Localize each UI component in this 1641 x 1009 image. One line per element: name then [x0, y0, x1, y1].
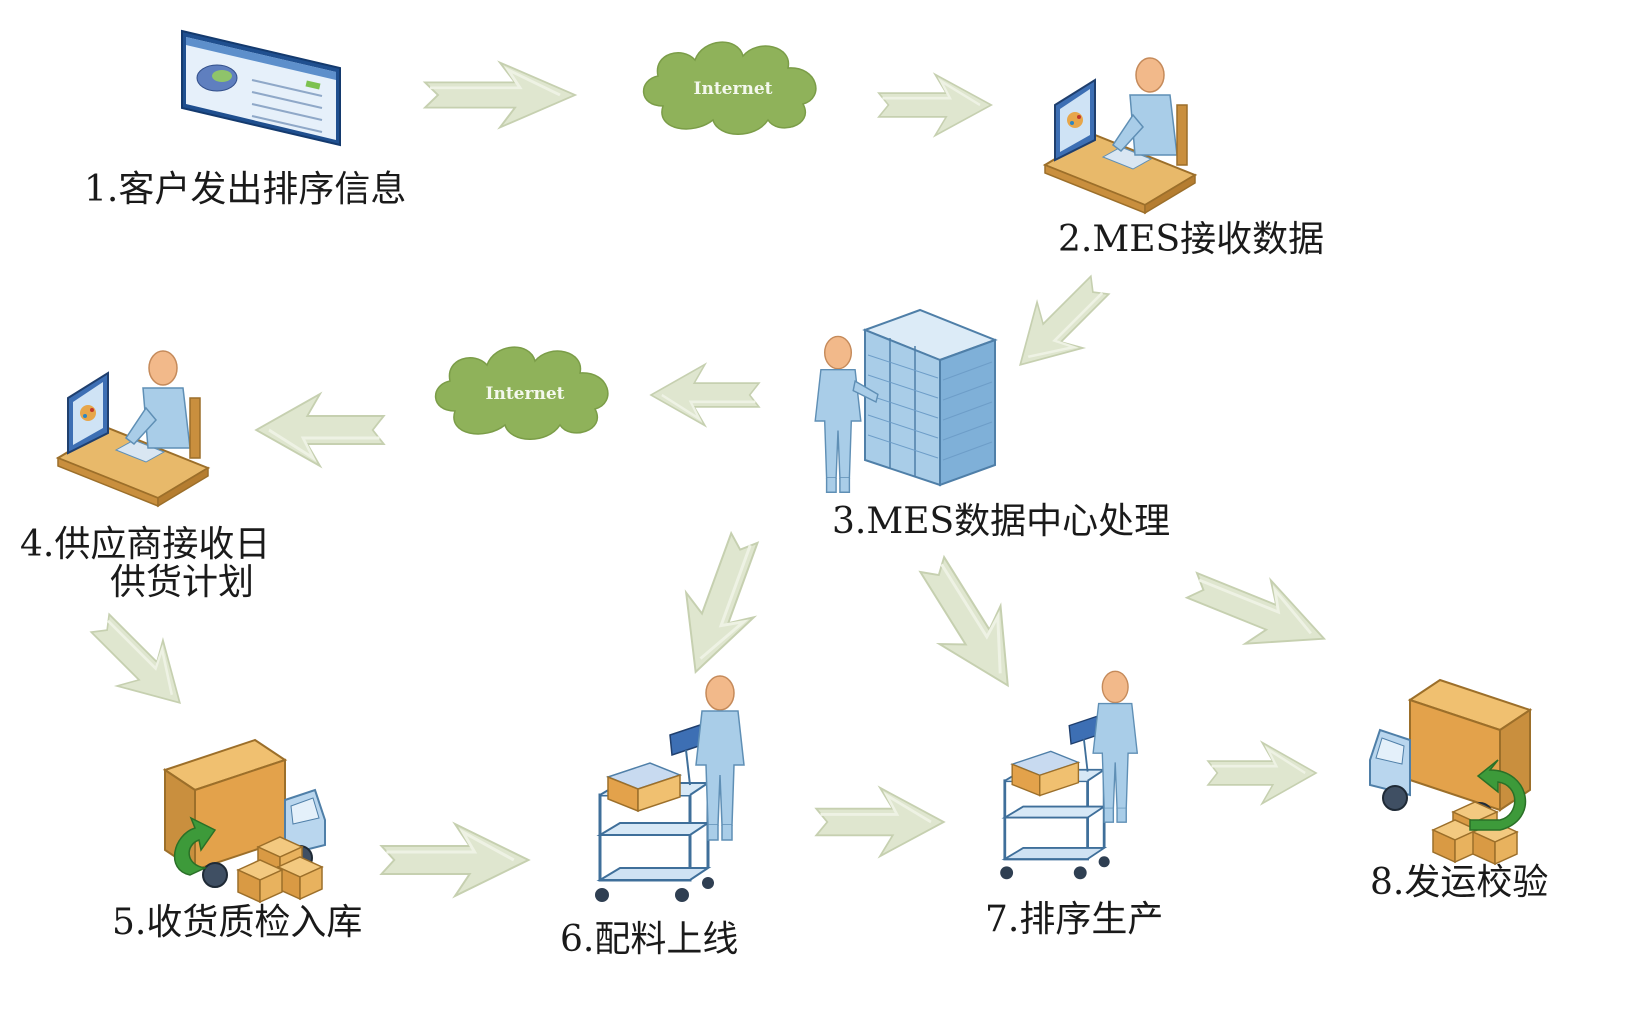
arrow-3-to-cloud: [649, 363, 761, 427]
delivery-truck-receive-icon: [164, 739, 326, 903]
step-6-label: 6.配料上线: [560, 919, 739, 960]
step-4-label-line1: 4.供应商接收日: [20, 524, 271, 565]
arrow-cloud-to-2: [877, 73, 993, 137]
step-1-label: 1.客户发出排序信息: [84, 169, 407, 210]
arrow-3-to-7: [900, 544, 1040, 706]
step-8-label: 8.发运校验: [1370, 862, 1549, 903]
receive-arrow-icon: [173, 816, 217, 876]
delivery-truck-ship-icon: [1369, 679, 1531, 865]
cart-operator-icon: [998, 670, 1138, 881]
ship-arrow-icon: [1469, 759, 1527, 831]
step-2-label: 2.MES接收数据: [1058, 219, 1325, 260]
step-7-label: 7.排序生产: [985, 899, 1164, 940]
arrow-3-to-8: [1177, 552, 1339, 672]
internet-cloud-top: Internet: [642, 41, 817, 136]
workstation-user-icon: [1044, 57, 1196, 214]
workstation-user-icon: [57, 350, 209, 507]
arrow-5-to-6: [380, 822, 530, 898]
arrow-2-to-3: [996, 261, 1124, 389]
cloud-label: Internet: [694, 79, 773, 99]
arrow-cloud-to-4: [254, 392, 386, 468]
cart-operator-icon: [593, 675, 745, 904]
arrow-6-to-7: [814, 786, 946, 858]
arrow-3-to-6: [660, 524, 780, 686]
server-rack-operator-icon: [814, 308, 998, 493]
web-page-icon: [181, 29, 341, 147]
cloud-label: Internet: [486, 384, 565, 404]
arrow-7-to-8: [1206, 741, 1318, 805]
step-5-label: 5.收货质检入库: [112, 902, 363, 943]
step-4-label-line2: 供货计划: [110, 562, 255, 603]
arrow-1-to-cloud: [423, 61, 577, 129]
internet-cloud-middle: Internet: [434, 346, 609, 441]
arrow-4-to-5: [76, 599, 204, 727]
step-3-label: 3.MES数据中心处理: [832, 501, 1171, 542]
